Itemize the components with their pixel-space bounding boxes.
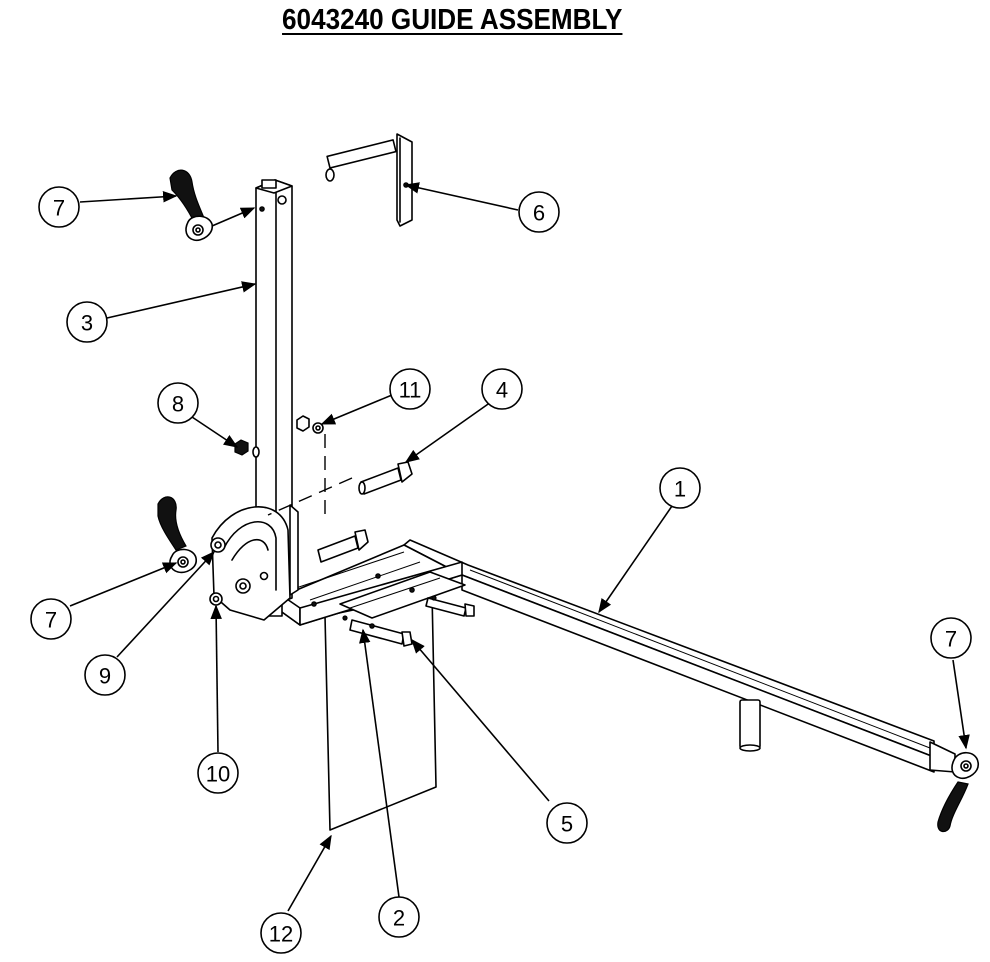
- callout-2: 2: [378, 896, 420, 938]
- callout-4: 4: [481, 368, 523, 410]
- callout-1: 1: [659, 467, 701, 509]
- callout-5: 5: [546, 802, 588, 844]
- leader-lines: [69, 182, 970, 912]
- callout-5-label: 5: [561, 812, 573, 837]
- callout-7-left: 7: [30, 598, 72, 640]
- callout-12: 12: [260, 912, 302, 954]
- part-9-curved-bracket: [209, 506, 291, 621]
- callout-11: 11: [389, 368, 431, 410]
- callout-9-label: 9: [99, 664, 111, 689]
- callout-7-top-label: 7: [53, 196, 65, 221]
- part-11-nut-washer: [296, 415, 324, 434]
- part-6-pin: [325, 133, 413, 227]
- callout-7-right: 7: [930, 617, 972, 659]
- part-7-handle-top: [169, 169, 213, 242]
- callout-1-label: 1: [674, 477, 686, 502]
- callout-11-label: 11: [399, 378, 422, 403]
- callout-8: 8: [157, 382, 199, 424]
- callout-7-top: 7: [38, 186, 80, 228]
- callout-2-label: 2: [393, 906, 405, 931]
- callout-7-left-label: 7: [45, 608, 57, 633]
- lower-bolt: [317, 529, 369, 563]
- alignment-line: [267, 477, 353, 516]
- callout-6-label: 6: [533, 201, 545, 226]
- callout-10-label: 10: [206, 762, 230, 787]
- callout-3-label: 3: [81, 311, 93, 336]
- callout-7-right-label: 7: [945, 627, 957, 652]
- part-4-bolt: [358, 461, 413, 495]
- part-7-handle-right: [937, 751, 979, 833]
- part-8-nut: [234, 439, 260, 458]
- part-7-handle-left: [157, 496, 197, 574]
- callout-8-label: 8: [172, 392, 184, 417]
- callout-9: 9: [84, 654, 126, 696]
- callout-3: 3: [66, 301, 108, 343]
- callout-10: 10: [197, 752, 239, 794]
- callout-4-label: 4: [496, 378, 508, 403]
- part-1-horizontal-bar: [403, 539, 966, 773]
- drawing-title: 6043240 GUIDE ASSEMBLY: [282, 4, 623, 36]
- callout-6: 6: [518, 191, 560, 233]
- callout-12-label: 12: [269, 922, 293, 947]
